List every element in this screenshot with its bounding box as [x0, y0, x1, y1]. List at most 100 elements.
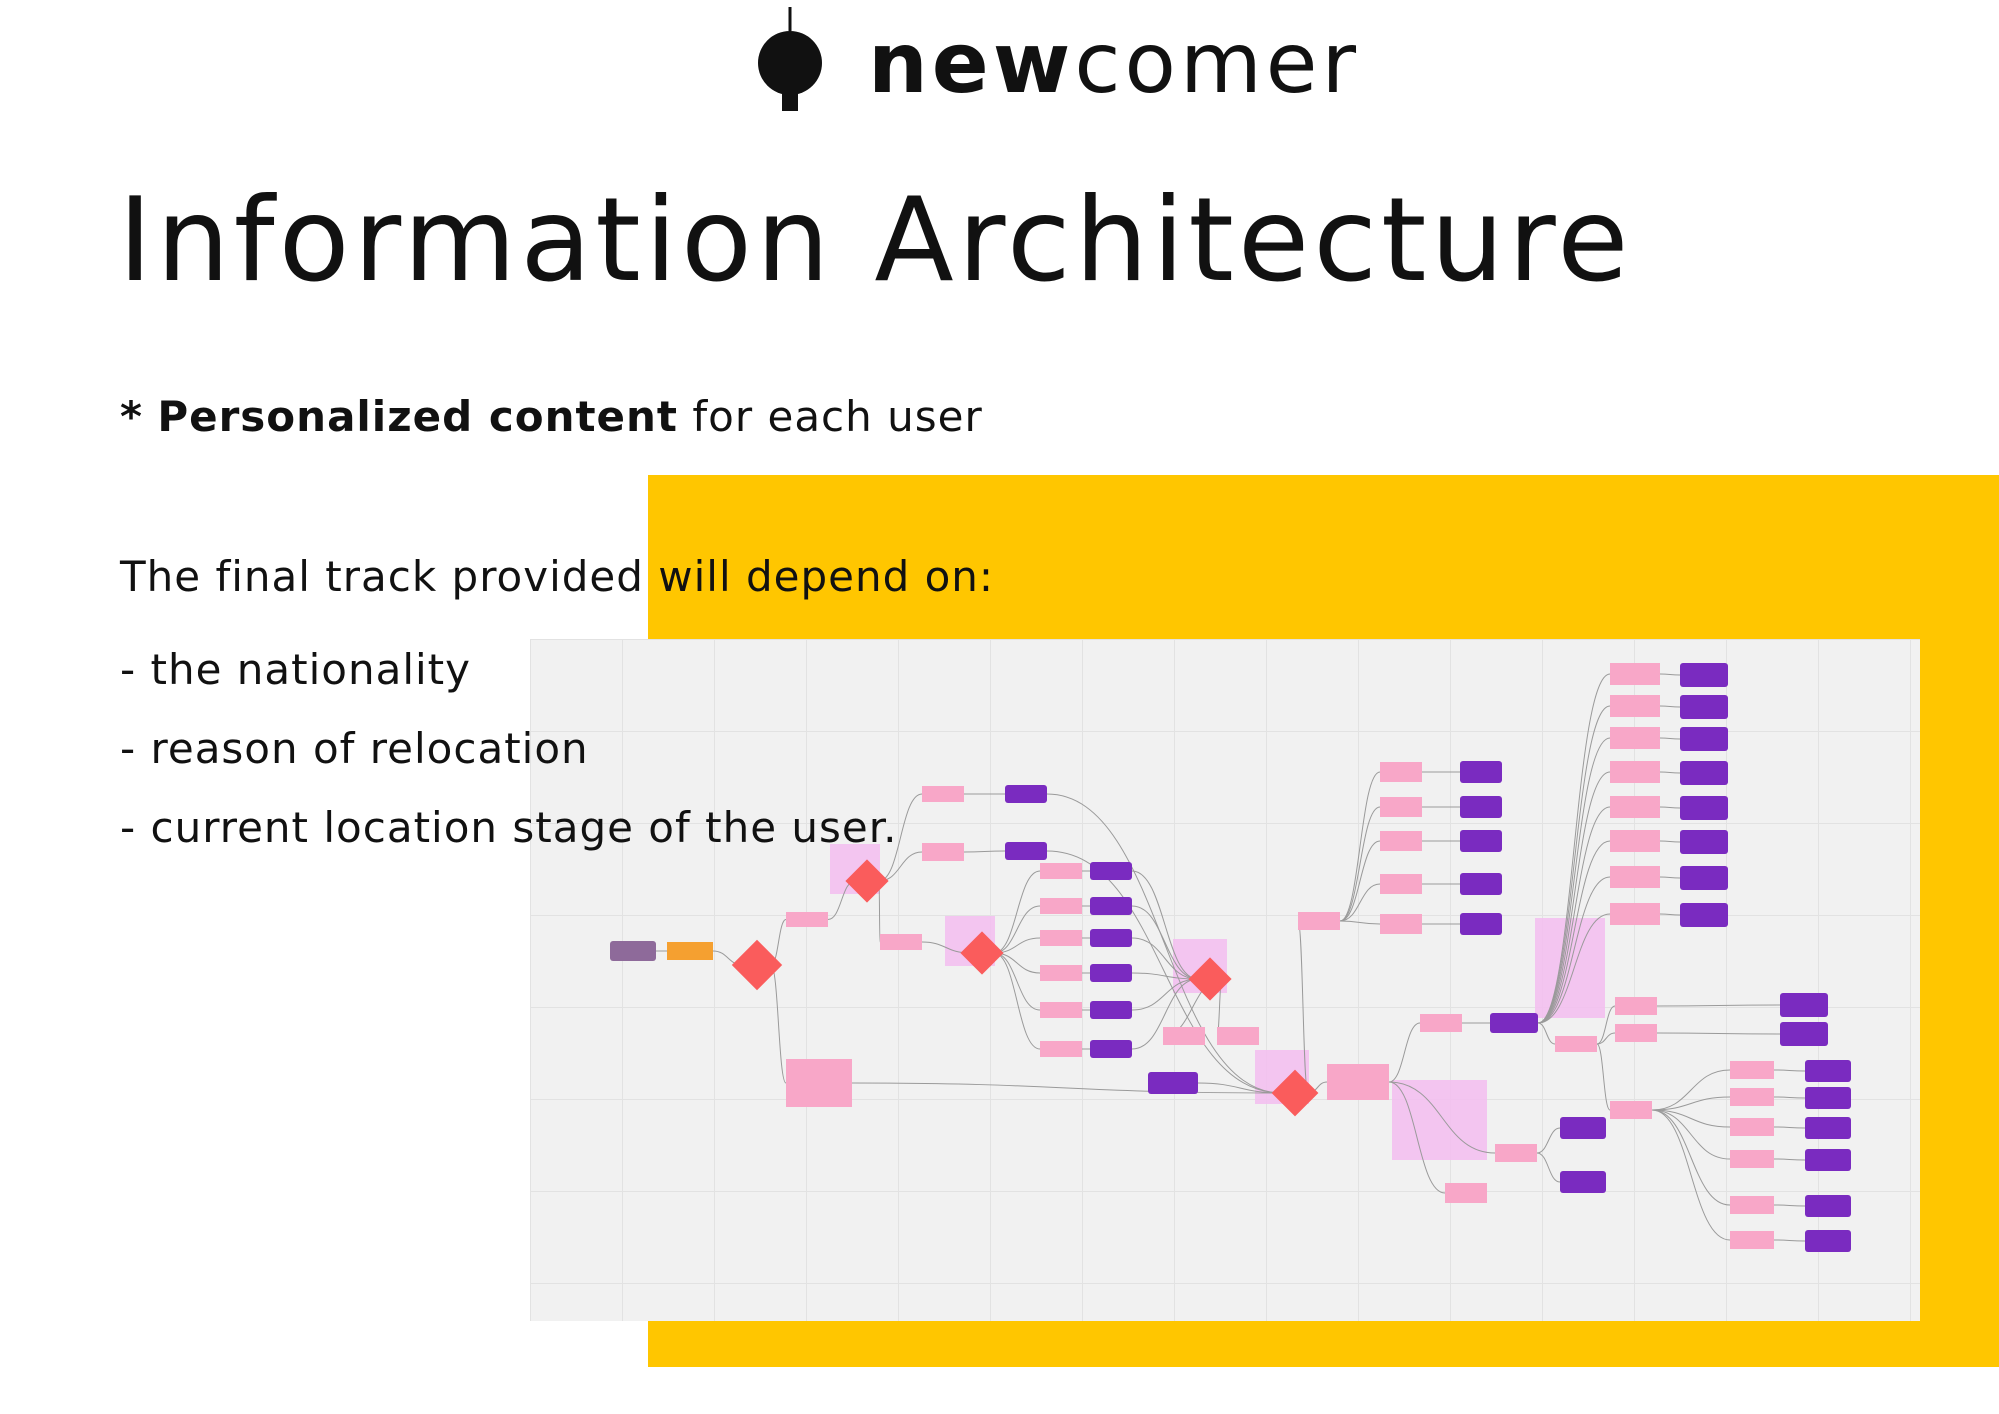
brand-name-bold: new — [868, 14, 1075, 112]
pink-node — [1380, 874, 1422, 894]
purple-node — [1490, 1013, 1538, 1033]
criteria-item: - current location stage of the user. — [120, 803, 898, 852]
flow-connector — [1656, 1032, 1781, 1035]
flow-connector — [1773, 1239, 1806, 1242]
flow-connector — [1651, 1109, 1731, 1241]
pink-node — [1610, 830, 1660, 852]
flow-connector — [1339, 883, 1381, 922]
flow-connector — [1537, 840, 1611, 1024]
purple-node — [1460, 761, 1502, 783]
pink-node — [1380, 914, 1422, 934]
pink-node — [1730, 1150, 1774, 1168]
flow-connector — [1773, 1158, 1806, 1161]
flow-connector — [1773, 1069, 1806, 1072]
flow-connector — [1659, 737, 1681, 740]
pink-node — [922, 786, 964, 802]
pink-node — [1040, 863, 1082, 879]
flow-connector — [1536, 1152, 1561, 1183]
pushpin-globe-icon — [758, 7, 822, 111]
flow-connector — [851, 1082, 1283, 1094]
pink-node — [1615, 1024, 1657, 1042]
flow-connector — [1659, 705, 1681, 708]
criteria-list: - the nationality - reason of relocation… — [120, 630, 898, 867]
flow-connector — [1339, 771, 1381, 922]
subtitle-bullet: * — [120, 392, 143, 441]
pink-node — [1217, 1027, 1259, 1045]
pink-node — [1040, 1041, 1082, 1057]
purple-node — [1090, 929, 1132, 947]
flow-connector — [1046, 850, 1283, 1094]
flow-connector — [1596, 1032, 1616, 1045]
flow-connector — [1659, 673, 1681, 676]
pink-node — [1610, 1101, 1652, 1119]
purple-node — [1805, 1087, 1851, 1109]
pink-node — [786, 912, 828, 927]
pink-node — [1610, 663, 1660, 685]
purple-node — [1680, 866, 1728, 890]
intro-text: The final track provided will depend on: — [120, 552, 995, 601]
pink-node — [1610, 727, 1660, 749]
flow-connector — [770, 964, 787, 1084]
pink-node — [1445, 1183, 1487, 1203]
purple-node — [1780, 993, 1828, 1017]
purple-node — [1805, 1149, 1851, 1171]
decision-node — [1271, 1069, 1319, 1117]
flow-connector — [1537, 1022, 1556, 1045]
pink-node — [1730, 1118, 1774, 1136]
flow-connector — [1537, 705, 1611, 1024]
purple-node — [1680, 695, 1728, 719]
flow-connector — [1131, 870, 1199, 980]
purple-node — [1460, 873, 1502, 895]
flow-connector — [963, 850, 1006, 853]
flow-connector — [1651, 1069, 1731, 1111]
decision-node — [731, 939, 783, 991]
purple-node — [1805, 1195, 1851, 1217]
flow-connector — [1773, 1126, 1806, 1129]
flow-connector — [1596, 1043, 1611, 1111]
flow-connector — [878, 793, 923, 882]
pink-node — [1380, 762, 1422, 782]
flow-connector — [993, 952, 1041, 1050]
flow-connector — [1537, 737, 1611, 1024]
flow-connector — [1339, 920, 1381, 925]
flow-connector — [1651, 1109, 1731, 1160]
flow-connector — [1536, 1127, 1561, 1154]
flow-connector — [1659, 806, 1681, 809]
purple-node — [1805, 1060, 1851, 1082]
purple-node — [1005, 785, 1047, 803]
purple-node — [1680, 796, 1728, 820]
questions-node — [667, 942, 713, 960]
purple-node — [1560, 1171, 1606, 1193]
flowchart-diagram — [530, 639, 1920, 1321]
flow-connector — [1651, 1096, 1731, 1111]
flow-connector — [1537, 806, 1611, 1024]
pink-node — [1610, 796, 1660, 818]
flow-connector — [1388, 1081, 1496, 1154]
page-title: Information Architecture — [118, 173, 1633, 308]
purple-node — [1005, 842, 1047, 860]
purple-node — [1090, 862, 1132, 880]
flow-connector — [1131, 978, 1199, 1011]
pink-node — [1040, 965, 1082, 981]
purple-node — [1090, 1040, 1132, 1058]
purple-node — [1805, 1230, 1851, 1252]
flowchart-canvas — [610, 663, 1851, 1252]
flow-connector — [1537, 876, 1611, 1024]
brand-name-rest: comer — [1074, 14, 1360, 112]
purple-node — [1680, 727, 1728, 751]
flow-connector — [1773, 1096, 1806, 1099]
flow-connector — [1339, 806, 1381, 922]
pink-node — [1730, 1088, 1774, 1106]
pink-node — [786, 1059, 852, 1107]
purple-node — [1780, 1022, 1828, 1046]
purple-node — [1805, 1117, 1851, 1139]
flow-connector — [1339, 840, 1381, 922]
flow-connector — [1659, 876, 1681, 879]
purple-node — [1090, 1001, 1132, 1019]
subtitle: * Personalized content for each user — [120, 392, 983, 441]
flow-connector — [1596, 1005, 1616, 1045]
flow-connector — [1131, 905, 1199, 980]
purple-node — [1680, 761, 1728, 785]
flow-connector — [1651, 1109, 1731, 1128]
purple-node — [1460, 913, 1502, 935]
